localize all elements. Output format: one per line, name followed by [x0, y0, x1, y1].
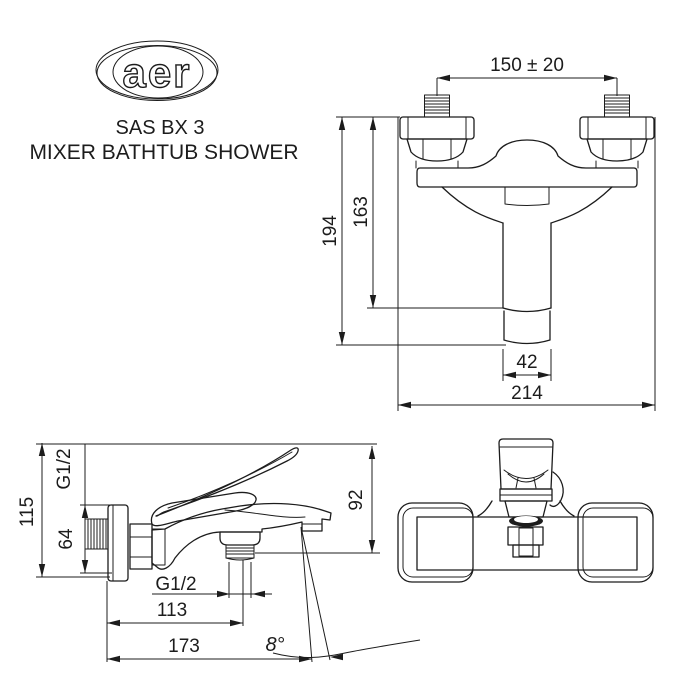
product-title-block: SAS BX 3 MIXER BATHTUB SHOWER: [29, 117, 298, 164]
side-body-spout: [151, 502, 332, 570]
dim-spout-angle: 8°: [265, 526, 421, 663]
side-view: 115 G1/2 64 G1/2 113 173 8°: [17, 443, 421, 663]
dim-label-total-height: 194: [320, 215, 341, 247]
front-hex-nuts: [406, 138, 648, 169]
dim-label-inlet-thread: G1/2: [54, 448, 75, 489]
dim-label-spout-height: 163: [351, 196, 372, 228]
top-cartridge: [507, 515, 544, 558]
dim-label-spout-angle: 8°: [265, 634, 284, 656]
side-wall-connector: [84, 504, 166, 582]
dim-outlet-thread: G1/2: [152, 560, 272, 626]
dim-body-width: 92: [255, 446, 380, 554]
top-handle: [477, 438, 575, 518]
top-body: [397, 502, 654, 583]
dim-label-body-width: 92: [346, 489, 367, 510]
dim-label-flange-height: 64: [56, 528, 77, 550]
logo-outer-ellipse: [95, 40, 219, 100]
logo-inner-ellipse: [112, 45, 204, 99]
dim-label-overall-height: 115: [17, 497, 38, 527]
dim-label-spout-width: 42: [516, 352, 537, 373]
front-mount-flanges: [399, 116, 655, 140]
logo-wordmark: aer: [122, 49, 191, 96]
top-view: 92: [255, 438, 654, 583]
front-view: 150 ± 20 194 163 42 214: [320, 55, 656, 411]
dim-overall-width: 214: [397, 117, 656, 411]
dim-center-distance: 150 ± 20: [436, 55, 618, 96]
dim-label-total-depth: 173: [168, 636, 200, 657]
dim-spout-width: 42: [502, 349, 552, 381]
dim-label-center-distance: 150 ± 20: [490, 55, 564, 76]
dim-heights: 194 163: [320, 116, 506, 346]
side-handle: [150, 447, 299, 527]
dim-label-outlet-thread: G1/2: [155, 574, 196, 595]
dim-label-overall-width: 214: [511, 383, 543, 404]
brand-logo: aer: [95, 40, 219, 101]
dim-side-bottom: 113 173: [106, 581, 312, 663]
front-body: [416, 139, 638, 345]
front-inlet-threads: [424, 94, 630, 118]
side-shower-outlet: [219, 531, 261, 561]
dim-label-outlet-offset: 113: [157, 600, 187, 621]
logo-outer-ellipse-2: [96, 45, 218, 101]
product-name: MIXER BATHTUB SHOWER: [29, 141, 298, 164]
dim-side-left: 115 G1/2 64: [17, 443, 377, 578]
model-name: SAS BX 3: [116, 117, 205, 139]
